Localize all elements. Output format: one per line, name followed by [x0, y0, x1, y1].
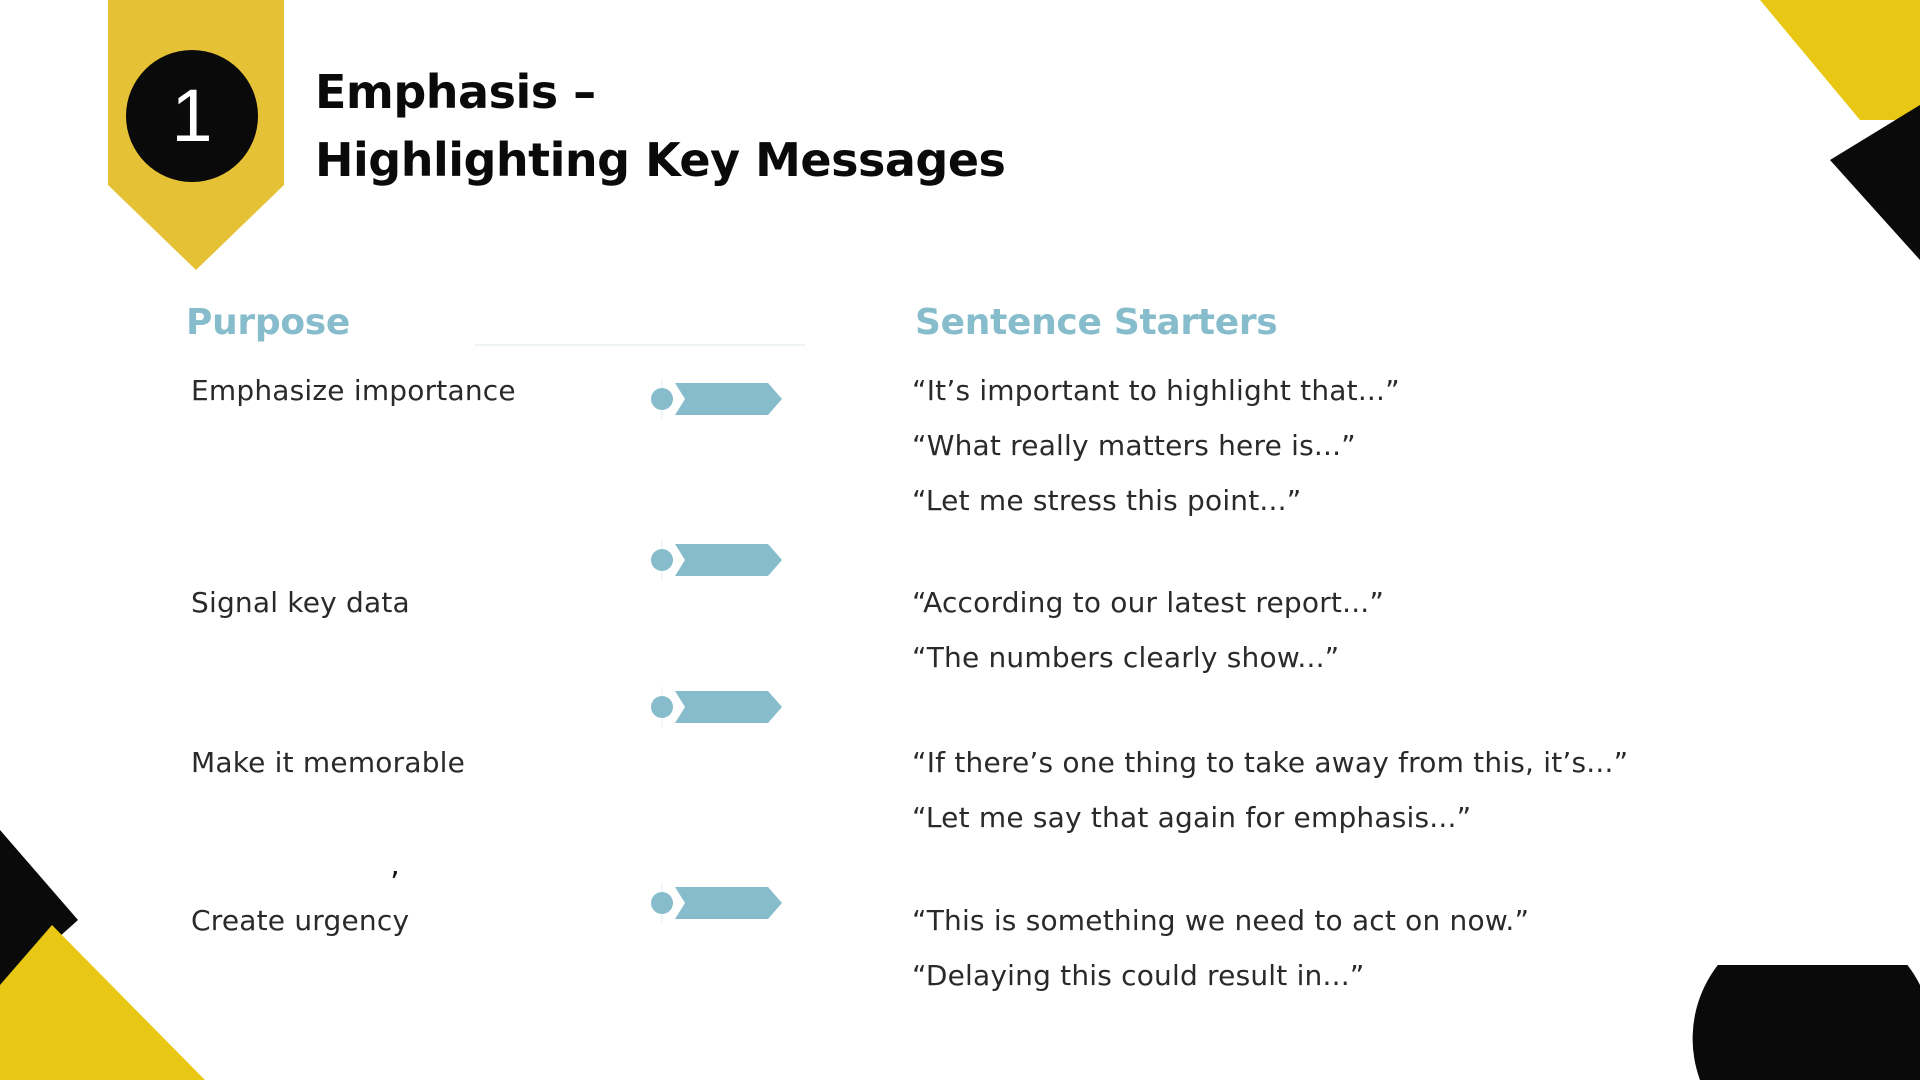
bottom-right-black-semicircle — [1692, 965, 1920, 1080]
purpose-make-it-memorable: Make it memorable — [191, 746, 466, 779]
slide-number-badge: 1 — [126, 50, 258, 182]
bottom-left-black-triangle — [0, 830, 78, 990]
starter-text: “If there’s one thing to take away from … — [912, 746, 1629, 779]
title-line-2: Highlighting Key Messages — [315, 133, 1006, 187]
starter-text: “Let me say that again for emphasis...” — [912, 801, 1472, 834]
connector-arrow — [651, 687, 782, 727]
purpose-create-urgency: Create urgency — [191, 904, 410, 937]
top-right-black-diamond — [1830, 105, 1920, 260]
stray-apostrophe: ’ — [390, 866, 400, 901]
purpose-emphasize-importance: Emphasize importance — [191, 374, 516, 407]
purpose-heading: Purpose — [186, 302, 351, 343]
purpose-signal-key-data: Signal key data — [191, 586, 410, 619]
bottom-left-yellow-triangle — [0, 925, 205, 1080]
heading-divider — [475, 344, 805, 346]
top-right-yellow-triangle — [1760, 0, 1920, 120]
starter-text: “This is something we need to act on now… — [912, 904, 1530, 937]
connector-arrow — [651, 883, 782, 923]
starter-text: “Let me stress this point...” — [912, 484, 1302, 517]
starter-text: “It’s important to highlight that...” — [912, 374, 1400, 407]
sentence-starters-heading: Sentence Starters — [915, 302, 1278, 343]
title-line-1: Emphasis – — [315, 65, 596, 119]
starter-text: “The numbers clearly show...” — [912, 641, 1340, 674]
slide-title: Emphasis – Highlighting Key Messages — [315, 58, 1006, 194]
starter-text: “According to our latest report...” — [912, 586, 1385, 619]
starter-text: “Delaying this could result in...” — [912, 959, 1365, 992]
connector-arrow — [651, 540, 782, 580]
starter-text: “What really matters here is...” — [912, 429, 1356, 462]
connector-arrow — [651, 379, 782, 419]
